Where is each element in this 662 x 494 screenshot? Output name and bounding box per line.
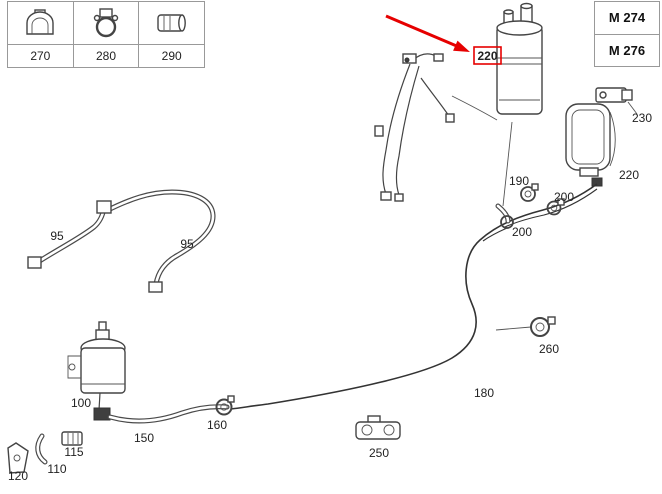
- clamp-200-a: [546, 198, 565, 216]
- clamp-190: [520, 183, 539, 202]
- hose-clamp-icon: [26, 9, 55, 35]
- part-label-115[interactable]: 115: [64, 445, 83, 459]
- fuel-line-180: [230, 183, 598, 410]
- part-label-110[interactable]: 110: [47, 462, 66, 476]
- part-label-200-a[interactable]: 200: [554, 190, 574, 204]
- part-label-150[interactable]: 150: [134, 431, 154, 445]
- hose-elbow-110: [35, 433, 48, 465]
- part-label-250[interactable]: 250: [369, 446, 389, 460]
- legend-num-270: 270: [8, 44, 73, 67]
- part-label-230[interactable]: 230: [632, 111, 652, 125]
- clamp-160: [215, 395, 235, 416]
- hose-95-left: [27, 205, 107, 269]
- legend-item-270[interactable]: 270: [8, 2, 74, 67]
- legend-item-290[interactable]: 290: [139, 2, 205, 67]
- part-label-260[interactable]: 260: [539, 342, 559, 356]
- legend-num-280: 280: [73, 44, 139, 67]
- clip-115: [61, 431, 83, 446]
- legend-item-280[interactable]: 280: [73, 2, 140, 67]
- part-label-160[interactable]: 160: [207, 418, 227, 432]
- engine-code-m274[interactable]: M 274: [595, 2, 659, 35]
- highlight-arrow: [385, 14, 470, 52]
- hose-95-right: [96, 189, 216, 293]
- fuel-filter-100: [67, 321, 126, 421]
- wiring-harness: [374, 53, 455, 202]
- bracket-120: [7, 442, 29, 474]
- hose-sleeve-icon: [156, 14, 186, 32]
- canister-220: [451, 2, 543, 207]
- clamp-260: [530, 316, 556, 337]
- part-label-180[interactable]: 180: [474, 386, 494, 400]
- pump-module-230-220: [565, 87, 638, 187]
- elbow-fitting-200-b: [495, 203, 514, 229]
- part-label-200-b[interactable]: 200: [512, 225, 532, 239]
- engine-variant-box: M 274 M 276: [594, 1, 660, 67]
- part-label-220-highlighted[interactable]: 220: [477, 49, 497, 63]
- part-label-120[interactable]: 120: [8, 469, 28, 483]
- hose-150: [107, 404, 230, 424]
- part-label-220[interactable]: 220: [619, 168, 639, 182]
- part-label-100[interactable]: 100: [71, 396, 91, 410]
- highlight-box: [473, 46, 502, 65]
- part-label-95-a[interactable]: 95: [50, 229, 64, 243]
- part-label-190[interactable]: 190: [509, 174, 529, 188]
- screw-clamp-icon: [93, 8, 119, 38]
- part-label-95-b[interactable]: 95: [180, 237, 194, 251]
- line-holder-250: [355, 415, 401, 440]
- legend-num-290: 290: [139, 44, 205, 67]
- legend-box: 270 280 290: [7, 1, 205, 68]
- engine-code-m276[interactable]: M 276: [608, 42, 646, 58]
